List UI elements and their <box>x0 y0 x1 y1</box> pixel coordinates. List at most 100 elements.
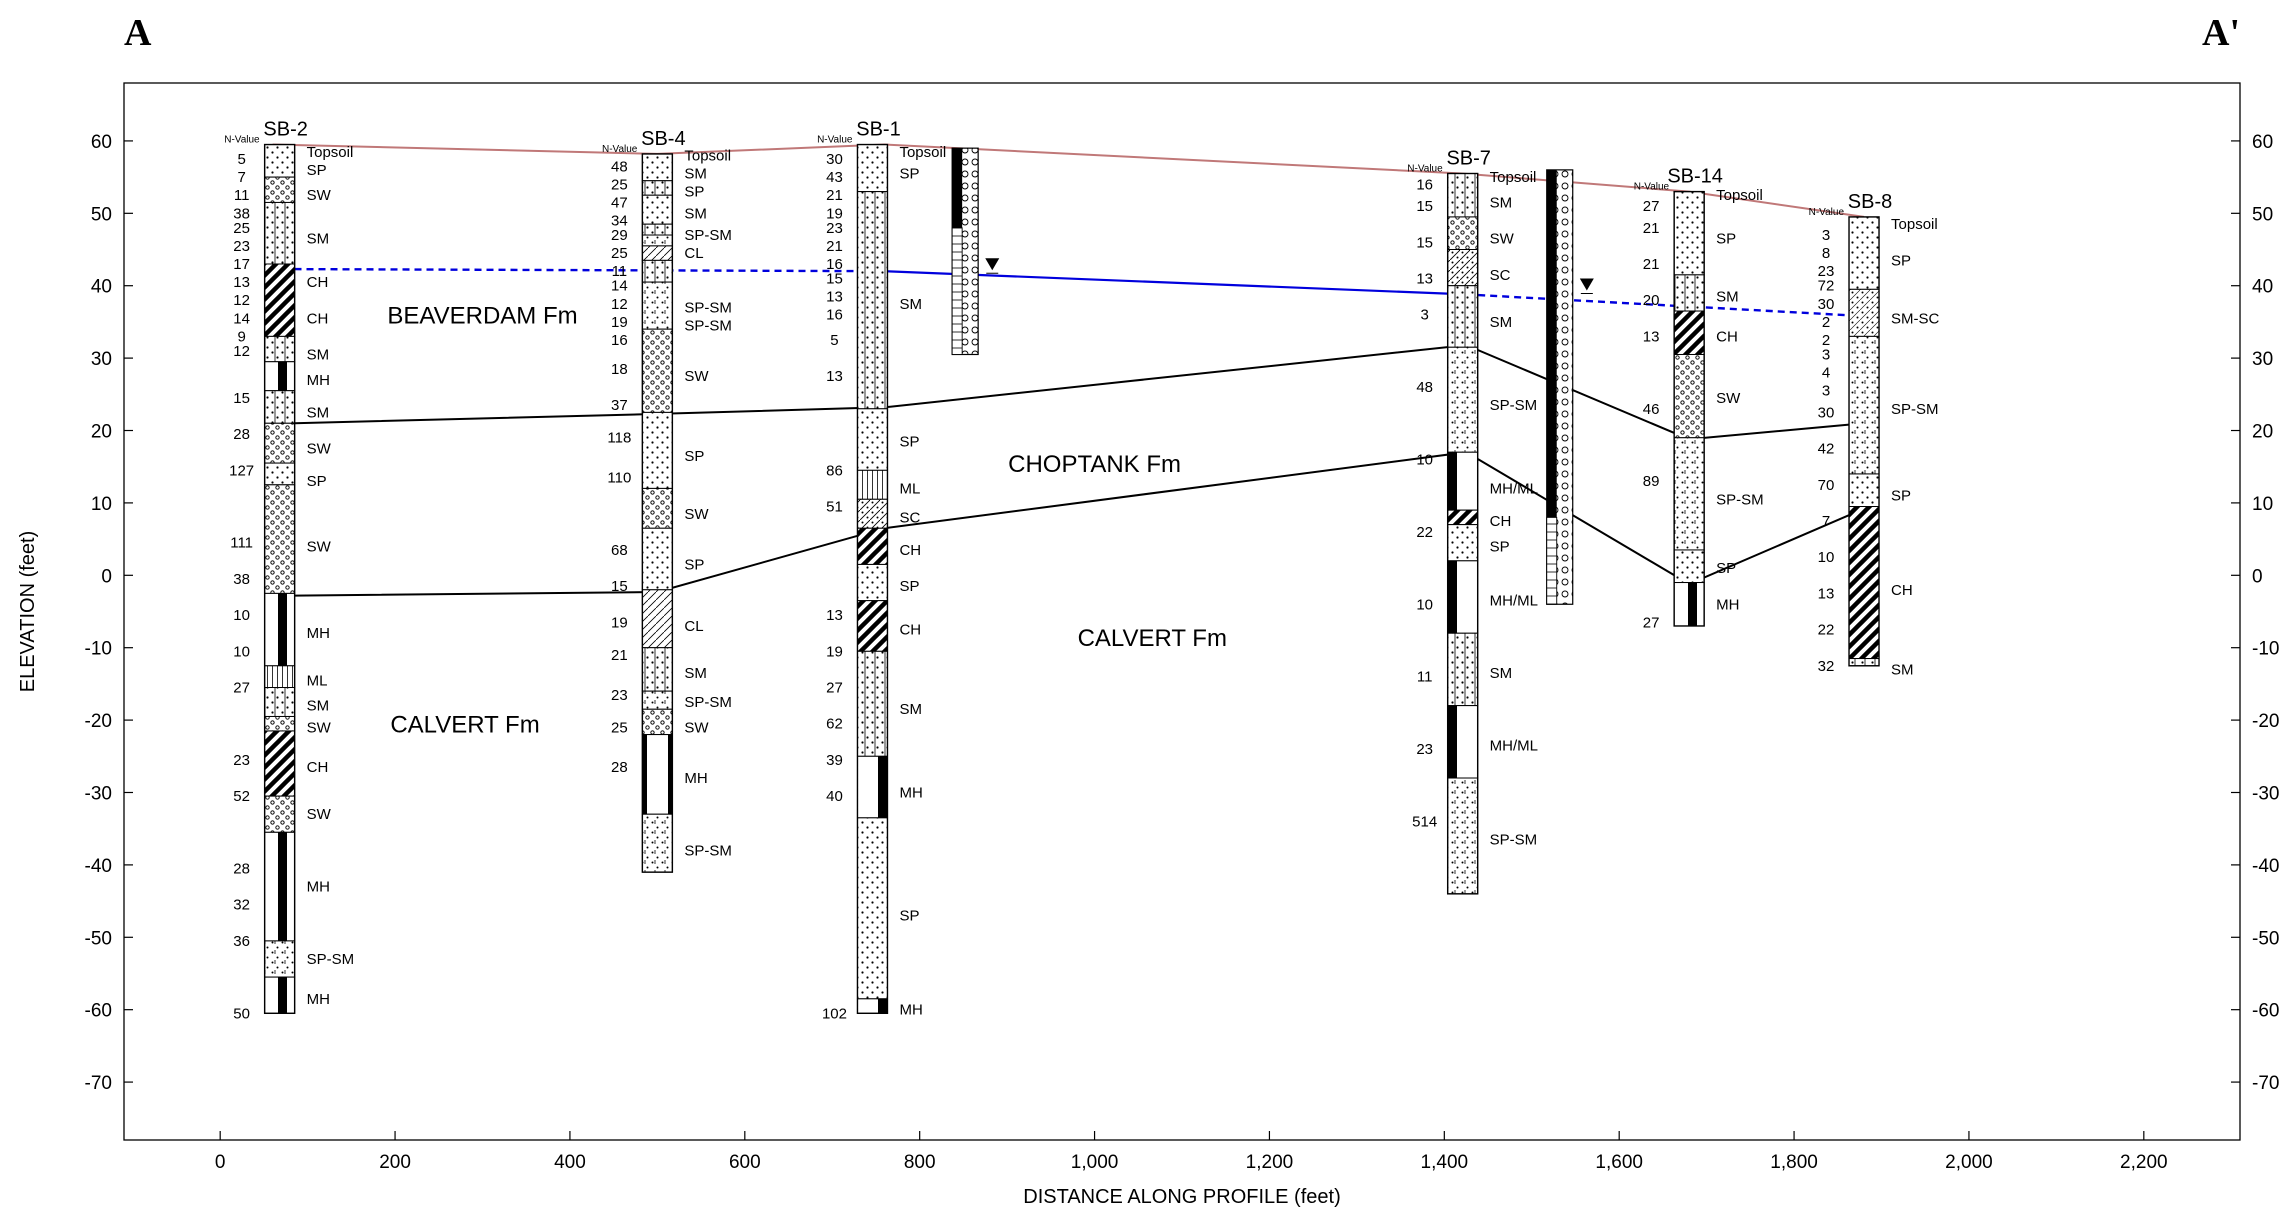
soil-classification-label: SP-SM <box>684 694 732 711</box>
nvalue-label: 47 <box>611 194 628 211</box>
ground-surface-line <box>272 143 1865 218</box>
nvalue-label: 86 <box>826 462 843 479</box>
soil-layer <box>1447 509 1479 526</box>
boring-column-outline <box>641 153 674 873</box>
soil-layer <box>641 234 673 247</box>
soil-classification-label: MH <box>1716 596 1739 613</box>
nvalue-label: 48 <box>611 158 628 175</box>
nvalue-label: 7 <box>1822 513 1830 530</box>
x-tick-label: 2,200 <box>2120 1152 2168 1173</box>
soil-classification-label: SM <box>1716 289 1739 306</box>
soil-classification-label: SW <box>1490 231 1515 248</box>
soil-layer <box>856 498 888 529</box>
y-tick-label-right: 50 <box>2252 204 2273 225</box>
nvalue-label: 16 <box>826 307 843 324</box>
nvalue-header: N-Value <box>224 135 260 146</box>
soil-classification-label: MH <box>307 625 330 642</box>
nvalue-label: 29 <box>611 227 628 244</box>
nvalue-label: 28 <box>233 861 250 878</box>
soil-classification-label: SM <box>684 165 707 182</box>
soil-classification-label: SP-SM <box>1891 401 1939 418</box>
soil-layer <box>856 191 888 410</box>
soil-classification-label: SP <box>899 165 919 182</box>
y-tick-label-left: 50 <box>91 204 112 225</box>
soil-classification-label: Topsoil <box>1490 169 1537 186</box>
soil-layer <box>264 361 296 392</box>
soil-classification-label: SM <box>1490 314 1513 331</box>
nvalue-label: 27 <box>826 680 843 697</box>
nvalue-label: 2 <box>1822 314 1830 331</box>
soil-layer <box>264 831 296 942</box>
nvalue-label: 15 <box>1416 198 1433 215</box>
y-tick-label-left: -50 <box>85 928 112 949</box>
nvalue-label: 25 <box>611 719 628 736</box>
soil-classification-label: MH <box>307 372 330 389</box>
soil-layer <box>1447 560 1479 634</box>
nvalue-label: 23 <box>826 220 843 237</box>
y-tick-label-right: 20 <box>2252 422 2273 443</box>
nvalue-label: 12 <box>233 343 250 360</box>
nvalue-label: 5 <box>237 151 245 168</box>
soil-classification-label: SM <box>1490 194 1513 211</box>
y-tick-label-right: 10 <box>2252 494 2273 515</box>
soil-classification-label: CH <box>307 310 329 327</box>
soil-layer <box>641 281 673 330</box>
x-axis-title: DISTANCE ALONG PROFILE (feet) <box>1023 1186 1340 1208</box>
nvalue-header: N-Value <box>1407 163 1443 174</box>
soil-layer <box>264 795 296 833</box>
nvalue-label: 4 <box>1822 365 1830 382</box>
soil-classification-label: CH <box>1490 513 1512 530</box>
nvalue-label: 36 <box>233 933 250 950</box>
soil-layer <box>1848 216 1880 290</box>
soil-classification-label: SM <box>1891 661 1914 678</box>
x-tick-label: 1,800 <box>1770 1152 1818 1173</box>
y-tick-label-left: 40 <box>91 277 112 298</box>
soil-layer <box>641 527 673 591</box>
nvalue-label: 3 <box>1822 346 1830 363</box>
y-tick-label-right: 60 <box>2252 132 2273 153</box>
nvalue-label: 14 <box>233 310 250 327</box>
boring-name: SB-2 <box>263 119 307 141</box>
nvalue-label: 15 <box>611 578 628 595</box>
nvalue-label: 15 <box>233 390 250 407</box>
soil-layer <box>264 390 296 424</box>
soil-classification-label: SP-SM <box>684 299 732 316</box>
nvalue-label: 7 <box>237 169 245 186</box>
y-tick-label-left: 0 <box>101 566 112 587</box>
y-tick-label-right: -30 <box>2252 783 2279 804</box>
soil-layer <box>264 940 296 978</box>
nvalue-label: 21 <box>611 647 628 664</box>
soil-classification-label: SM <box>684 665 707 682</box>
nvalue-label: 19 <box>611 314 628 331</box>
soil-layer <box>641 690 673 710</box>
nvalue-label: 10 <box>233 643 250 660</box>
nvalue-label: 38 <box>233 571 250 588</box>
boring-column-outline <box>1848 216 1880 667</box>
soil-layer <box>264 176 296 203</box>
nvalue-label: 11 <box>612 263 628 280</box>
soil-classification-label: SW <box>307 441 332 458</box>
nvalue-label: 27 <box>1643 198 1660 215</box>
water-table-inferred-line <box>294 267 885 273</box>
soil-layer <box>264 730 296 797</box>
soil-layer <box>1447 172 1479 218</box>
nvalue-label: 21 <box>1643 256 1660 273</box>
nvalue-label: 30 <box>1818 404 1835 421</box>
soil-layer <box>264 715 296 732</box>
y-tick-label-left: -60 <box>85 1001 112 1022</box>
nvalue-label: 30 <box>1818 296 1835 313</box>
boring-log-sb-14: SB-14N-ValueTopsoilSPSMCHSWSP-SMSPMH2721… <box>1634 166 1764 632</box>
soil-classification-label: SM <box>1490 665 1513 682</box>
soil-layer <box>641 245 673 261</box>
soil-layer <box>856 144 888 193</box>
soil-layer <box>856 563 888 602</box>
soil-classification-label: SM <box>307 404 330 421</box>
nvalue-label: 20 <box>1643 292 1660 309</box>
formation-label: CALVERT Fm <box>390 712 539 739</box>
nvalue-label: 32 <box>233 897 250 914</box>
y-tick-label-left: -20 <box>85 711 112 732</box>
soil-layer <box>641 328 673 413</box>
x-tick-label: 800 <box>904 1152 936 1173</box>
soil-classification-label: SP <box>307 473 327 490</box>
